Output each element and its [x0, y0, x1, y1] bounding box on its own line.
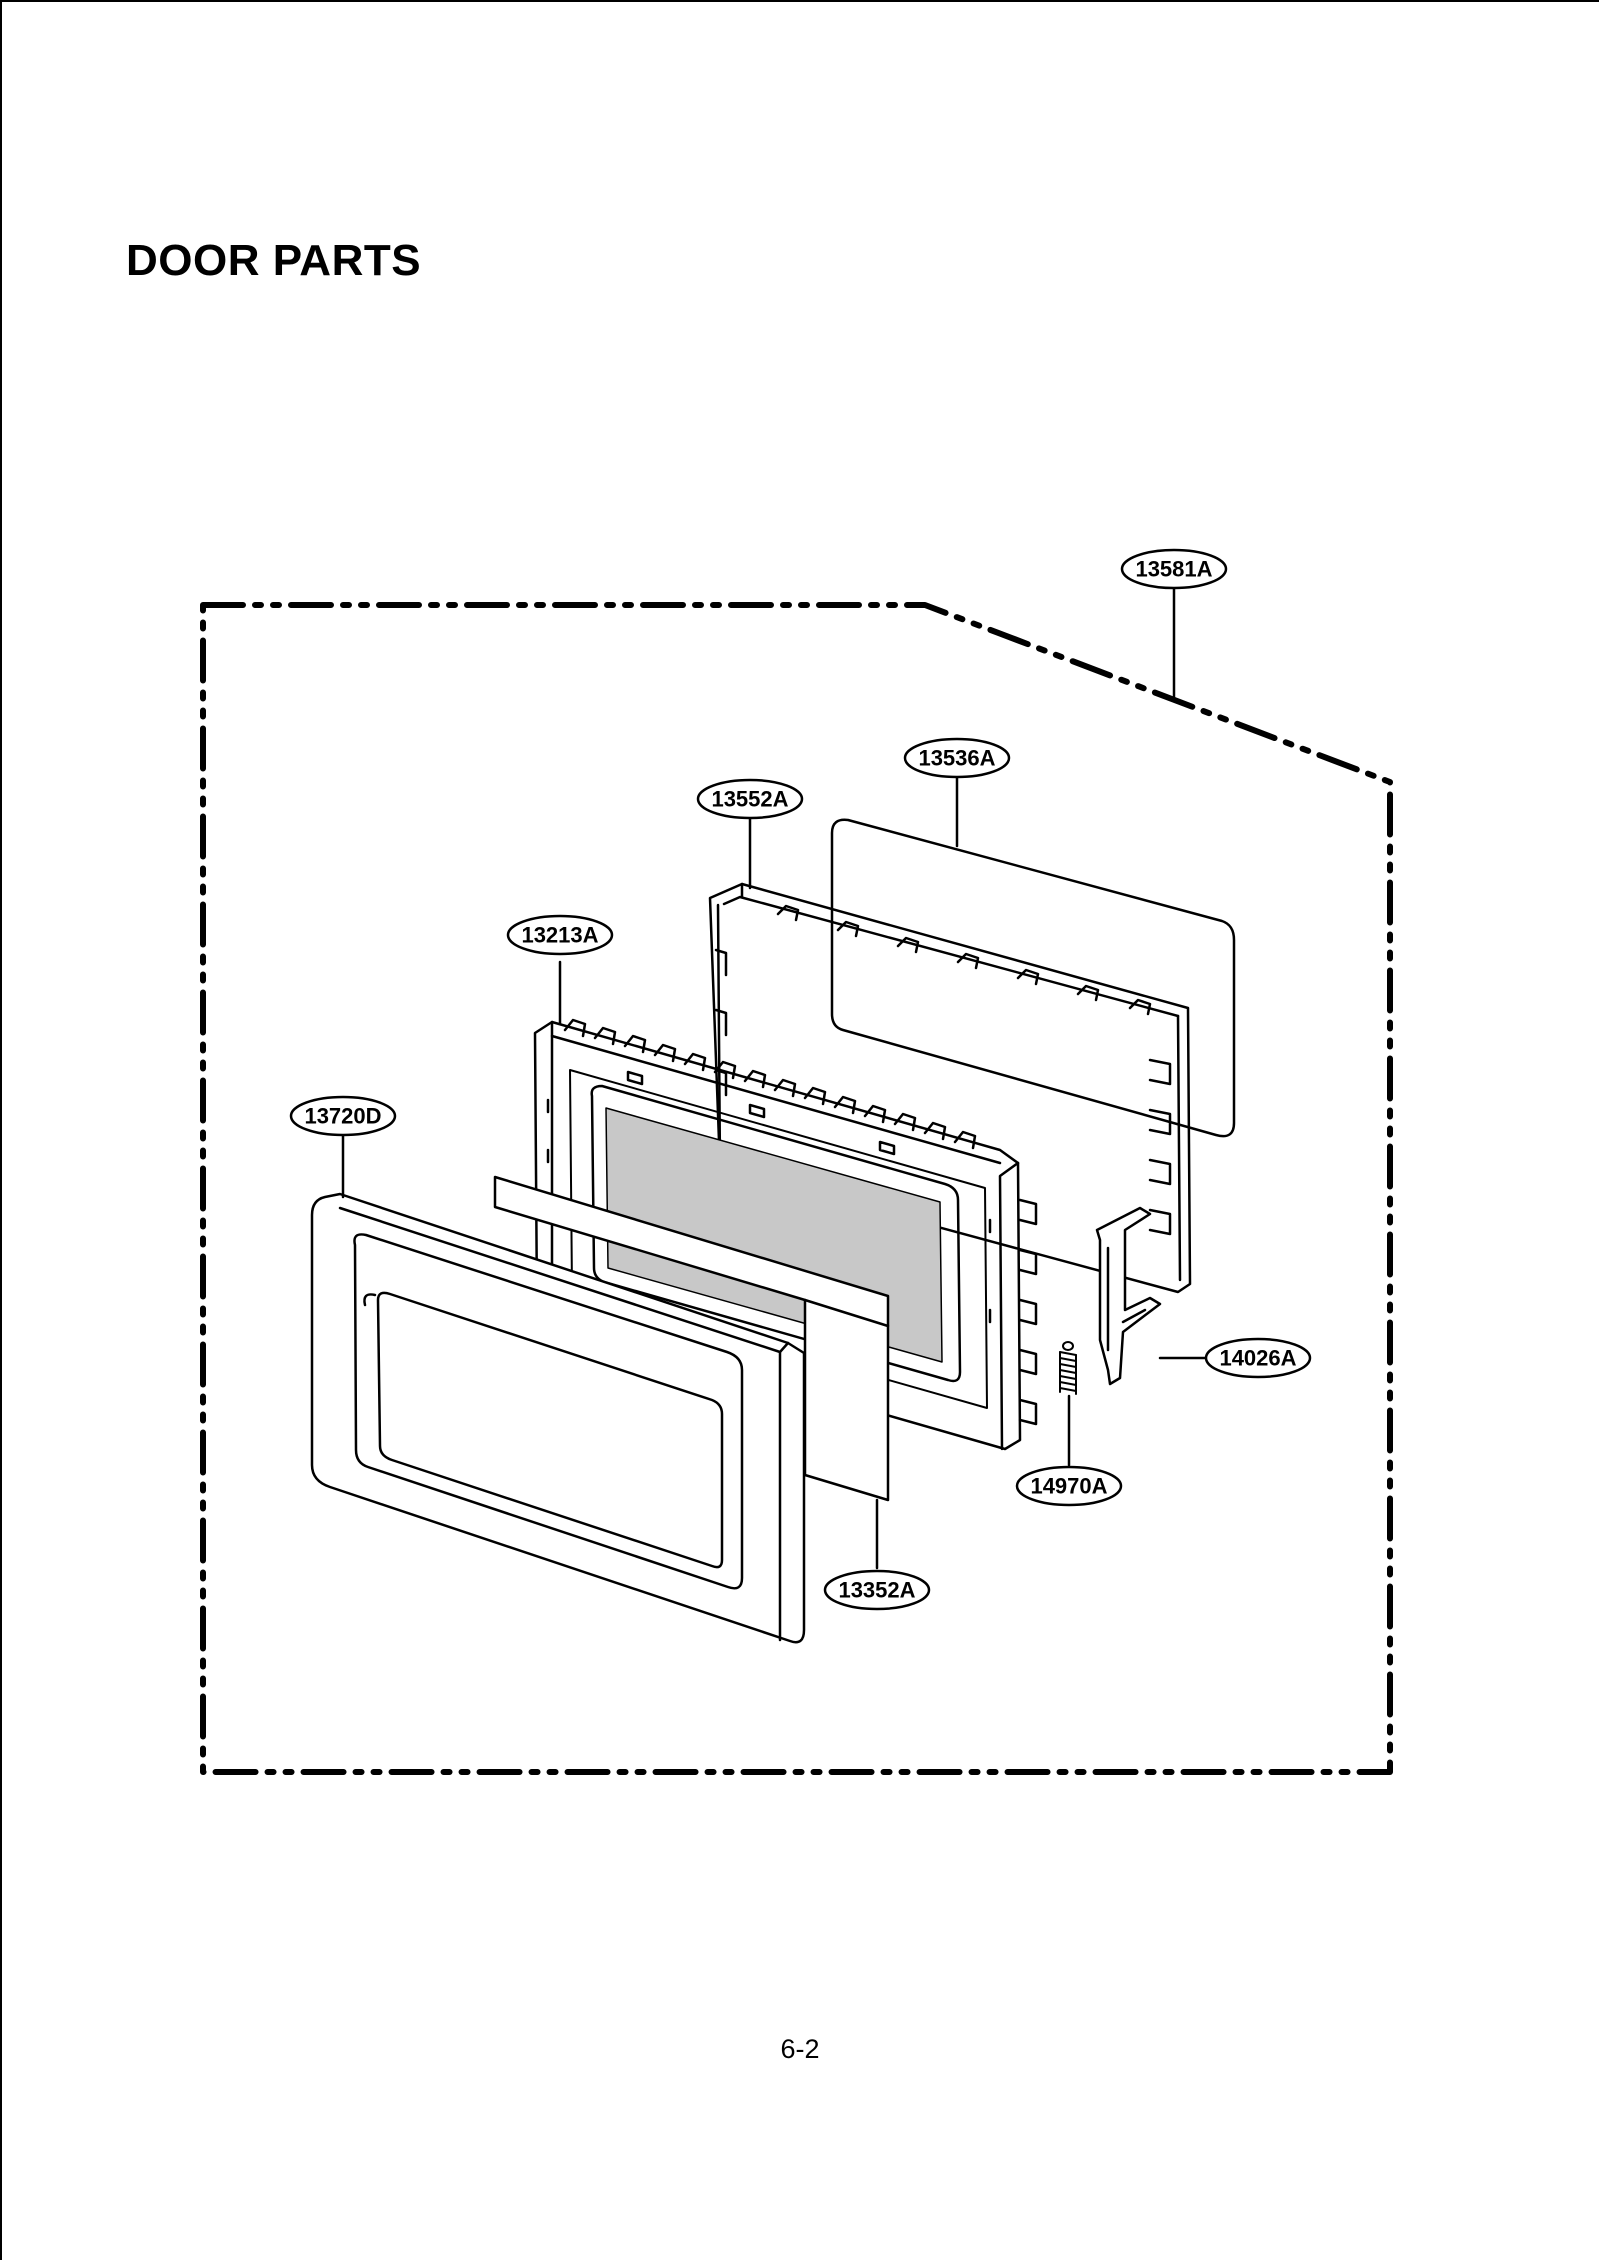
callout-ellipse-13536A — [903, 737, 1011, 779]
callout-ellipse-13213A — [506, 914, 614, 956]
latch-spring-part — [1059, 1341, 1077, 1395]
callout-ellipse-13552A — [696, 778, 804, 820]
callout-13352A: 13352A — [838, 1578, 915, 1603]
page-title: DOOR PARTS — [126, 236, 422, 285]
callout-ellipse-13581A — [1120, 548, 1228, 590]
callout-14970A: 14970A — [1030, 1474, 1107, 1499]
callout-ellipses — [289, 548, 1312, 1611]
callout-13536A: 13536A — [918, 746, 995, 771]
door-front-part — [310, 1192, 806, 1644]
page-number: 6-2 — [780, 2034, 820, 2064]
callout-13581A: 13581A — [1135, 557, 1212, 582]
callout-ellipse-14026A — [1204, 1337, 1312, 1379]
callout-13213A: 13213A — [521, 923, 598, 948]
callout-14026A: 14026A — [1219, 1346, 1296, 1371]
callout-13720D: 13720D — [304, 1104, 381, 1129]
assembly-boundary — [200, 602, 1393, 1775]
callout-13552A: 13552A — [711, 787, 788, 812]
latch-key-part — [1095, 1206, 1162, 1386]
callout-ellipse-13352A — [823, 1569, 931, 1611]
callout-ellipse-14970A — [1015, 1465, 1123, 1507]
callout-ellipse-13720D — [289, 1095, 397, 1137]
barrier-screen-part — [830, 818, 1236, 1138]
leader-lines — [341, 586, 1208, 1570]
